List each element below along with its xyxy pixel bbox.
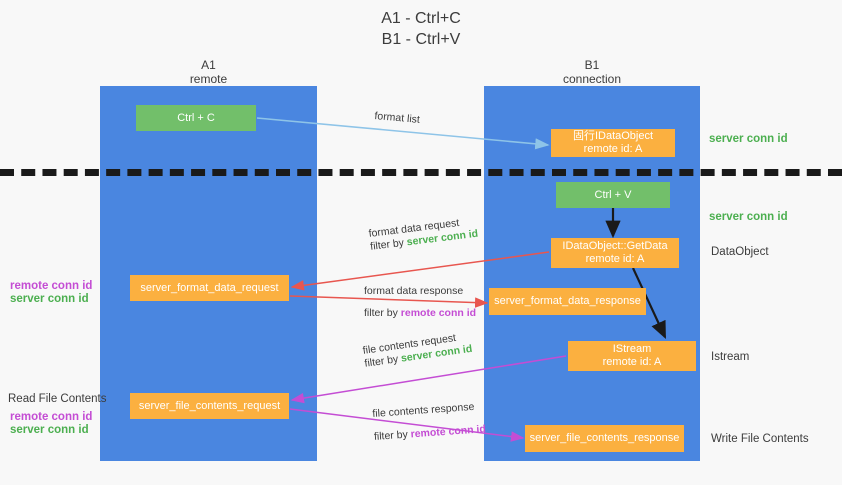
edge-label-format-data-response-text: format data response	[364, 285, 464, 297]
node-istream-line2: remote id: A	[602, 356, 662, 368]
right-label-server-conn-id-top: server conn id	[709, 133, 788, 145]
edge-label-format-list: format list	[374, 110, 420, 127]
node-getdata-line1: IDataObject::GetData	[562, 240, 668, 252]
node-server-file-contents-request[interactable]: server_file_contents_request	[130, 393, 289, 419]
edge-label-file-contents-response-text: file contents response	[372, 400, 475, 420]
node-idataobject-line1: 固行IDataObject	[572, 130, 654, 142]
title-line-2: B1 - Ctrl+V	[381, 31, 461, 48]
left-label-remote-conn-id-upper: remote conn id	[10, 280, 93, 292]
right-label-server-conn-id-mid: server conn id	[709, 211, 788, 223]
node-idataobject-line2: remote id: A	[583, 143, 643, 155]
filter-prefix: filter by	[373, 428, 412, 443]
edge-label-file-contents-request: file contents request filter by server c…	[362, 330, 473, 371]
column-a1-sub: remote	[189, 72, 228, 86]
node-idataobject[interactable]: 固行IDataObject remote id: A	[551, 129, 675, 157]
filter-value-remote-conn-id: remote conn id	[400, 307, 477, 319]
edge-label-format-data-response-filter: filter by remote conn id	[364, 307, 476, 320]
column-header-a1: A1 remote	[100, 58, 317, 86]
node-server-file-contents-request-label: server_file_contents_request	[138, 399, 281, 412]
filter-value-remote-conn-id: remote conn id	[410, 423, 487, 441]
title-line-1: A1 - Ctrl+C	[381, 10, 461, 27]
edge-label-format-list-text: format list	[373, 110, 421, 126]
node-istream[interactable]: IStream remote id: A	[568, 341, 696, 371]
node-ctrl-v[interactable]: Ctrl + V	[556, 182, 670, 208]
node-ctrl-c[interactable]: Ctrl + C	[136, 105, 256, 131]
node-server-format-data-request-label: server_format_data_request	[140, 281, 279, 294]
left-label-server-conn-id-upper: server conn id	[10, 293, 89, 305]
node-server-file-contents-response[interactable]: server_file_contents_response	[525, 425, 684, 452]
node-getdata-line2: remote id: A	[585, 253, 645, 265]
node-server-format-data-response-label: server_format_data_response	[494, 295, 641, 307]
edge-label-file-contents-response: file contents response filter by remote …	[372, 400, 486, 444]
node-istream-line1: IStream	[612, 343, 652, 355]
node-server-format-data-request[interactable]: server_format_data_request	[130, 275, 289, 301]
right-label-write-file-contents: Write File Contents	[711, 433, 809, 445]
node-server-format-data-response[interactable]: server_format_data_response	[489, 288, 646, 315]
edge-label-file-contents-response-filter: filter by remote conn id	[374, 423, 487, 444]
node-server-file-contents-response-label: server_file_contents_response	[529, 432, 680, 444]
left-label-read-file-contents: Read File Contents	[8, 393, 107, 405]
diagram-title: A1 - Ctrl+C B1 - Ctrl+V	[0, 8, 842, 50]
node-ctrl-v-label: Ctrl + V	[594, 188, 632, 201]
phase-divider	[0, 169, 842, 176]
column-header-b1: B1 connection	[484, 58, 700, 86]
column-b1-sub: connection	[562, 72, 622, 86]
column-b1-name: B1	[584, 58, 600, 72]
edge-label-format-data-request: format data request filter by server con…	[368, 215, 479, 254]
node-ctrl-c-label: Ctrl + C	[177, 111, 215, 124]
left-label-remote-conn-id-lower: remote conn id	[10, 411, 93, 423]
right-label-dataobject: DataObject	[711, 246, 769, 258]
node-idataobject-getdata[interactable]: IDataObject::GetData remote id: A	[551, 238, 679, 268]
right-label-istream: Istream	[711, 351, 750, 363]
edge-label-format-data-response: format data response filter by remote co…	[364, 285, 476, 320]
filter-prefix: filter by	[364, 307, 401, 319]
left-label-server-conn-id-lower: server conn id	[10, 424, 89, 436]
column-a1-name: A1	[201, 58, 216, 72]
